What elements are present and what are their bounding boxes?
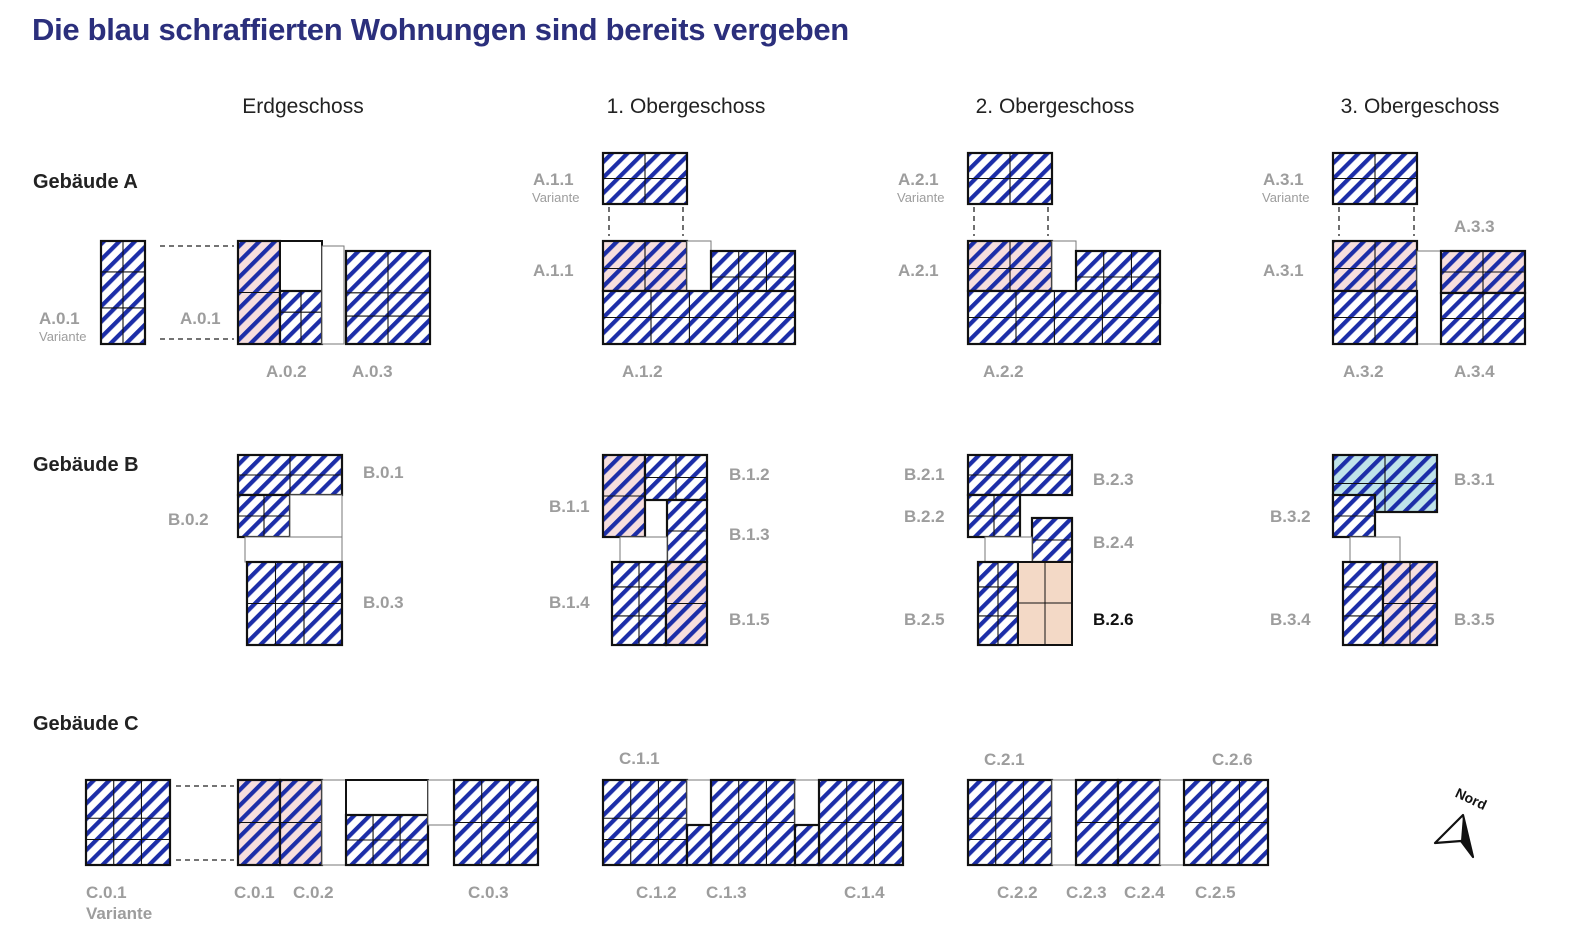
unit-c-1-link-b (793, 823, 821, 867)
stair-core-a-3 (1416, 250, 1442, 345)
unit-label-a-0-1: A.0.1 (180, 309, 221, 328)
unit-label-a-1-1: A.1.1 (533, 261, 574, 280)
column-header-2-og: 2. Obergeschoss (975, 95, 1135, 118)
unit-label-b-3-4: B.3.4 (1270, 610, 1311, 629)
stair-core-c-1a (686, 779, 712, 826)
unit-label-c-2-3: C.2.3 (1066, 883, 1107, 902)
unit-label-a-3-1-variante: A.3.1 (1263, 170, 1304, 189)
unit-label-a-2-1-variante: A.2.1 (898, 170, 939, 189)
unit-label-c-2-1: C.2.1 (984, 750, 1025, 769)
unit-label-b-2-4: B.2.4 (1093, 533, 1134, 552)
unit-label-a-2-1: A.2.1 (898, 261, 939, 280)
unit-label-a-3-3: A.3.3 (1454, 217, 1495, 236)
unit-label-c-1-2: C.1.2 (636, 883, 677, 902)
service-room-c-0 (345, 779, 429, 816)
stair-core-b-1 (619, 536, 668, 563)
variant-label: Variante (1262, 190, 1310, 205)
unit-label-b-2-6-available[interactable]: B.2.6 (1093, 610, 1134, 629)
column-header-1-og: 1. Obergeschoss (606, 95, 766, 118)
stair-core-a-0 (279, 240, 323, 292)
page-title: Die blau schraffierten Wohnungen sind be… (32, 12, 849, 47)
unit-c-1-2 (601, 778, 689, 867)
unit-label-b-0-1: B.0.1 (363, 463, 404, 482)
unit-label-b-2-5: B.2.5 (904, 610, 945, 629)
unit-c-2-2 (966, 778, 1054, 867)
unit-label-c-2-5: C.2.5 (1195, 883, 1236, 902)
row-header-gebaeude-a: Gebäude A (33, 171, 138, 193)
variant-label: Variante (897, 190, 945, 205)
column-header-3-og: 3. Obergeschoss (1340, 95, 1500, 118)
entrance-c-0 (427, 779, 455, 826)
unit-label-b-1-5: B.1.5 (729, 610, 770, 629)
north-arrow-icon: Nord (1425, 785, 1505, 870)
unit-c-1-link (685, 823, 713, 867)
unit-label-a-0-3: A.0.3 (352, 362, 393, 381)
unit-label-a-3-2: A.3.2 (1343, 362, 1384, 381)
stair-core-c-0 (321, 779, 347, 866)
stair-core-c-2a (1051, 779, 1077, 866)
variant-label: Variante (532, 190, 580, 205)
unit-label-b-0-2: B.0.2 (168, 510, 209, 529)
stair-core-c-2b (1159, 779, 1185, 866)
unit-label-b-3-2: B.3.2 (1270, 507, 1311, 526)
variant-label: Variante (86, 904, 153, 923)
unit-label-b-1-3: B.1.3 (729, 525, 770, 544)
unit-label-c-0-1-variante: C.0.1 (86, 883, 127, 902)
unit-label-a-2-2: A.2.2 (983, 362, 1024, 381)
unit-label-a-1-1-variante: A.1.1 (533, 170, 574, 189)
stair-core-b-0 (289, 494, 343, 538)
unit-label-b-1-4: B.1.4 (549, 593, 590, 612)
column-header-erdgeschoss: Erdgeschoss (242, 95, 364, 118)
unit-label-a-1-2: A.1.2 (622, 362, 663, 381)
unit-label-c-1-1: C.1.1 (619, 749, 660, 768)
hall-b-0 (244, 536, 343, 563)
stair-core-b-3 (1349, 536, 1401, 563)
unit-label-b-0-3: B.0.3 (363, 593, 404, 612)
unit-label-b-2-3: B.2.3 (1093, 470, 1134, 489)
unit-label-a-3-1: A.3.1 (1263, 261, 1304, 280)
unit-label-c-1-3: C.1.3 (706, 883, 747, 902)
unit-label-a-0-1-variante: A.0.1 (39, 309, 80, 328)
entrance-a-0 (321, 245, 345, 345)
variant-label: Variante (39, 329, 87, 344)
unit-label-c-0-3: C.0.3 (468, 883, 509, 902)
unit-label-c-0-1: C.0.1 (234, 883, 275, 902)
unit-label-b-2-1: B.2.1 (904, 465, 945, 484)
unit-label-c-1-4: C.1.4 (844, 883, 885, 902)
unit-label-b-1-2: B.1.2 (729, 465, 770, 484)
unit-b-3-4 (1341, 560, 1385, 647)
unit-label-c-2-2: C.2.2 (997, 883, 1038, 902)
row-header-gebaeude-b: Gebäude B (33, 454, 139, 476)
north-label: Nord (1453, 785, 1489, 813)
unit-label-b-2-2: B.2.2 (904, 507, 945, 526)
unit-label-a-0-2: A.0.2 (266, 362, 307, 381)
unit-label-a-3-4: A.3.4 (1454, 362, 1495, 381)
unit-label-c-2-4: C.2.4 (1124, 883, 1165, 902)
unit-label-c-2-6: C.2.6 (1212, 750, 1253, 769)
stair-core-b-2 (984, 536, 1033, 563)
unit-label-b-1-1: B.1.1 (549, 497, 590, 516)
unit-label-c-0-2: C.0.2 (293, 883, 334, 902)
row-header-gebaeude-c: Gebäude C (33, 713, 139, 735)
unit-label-b-3-1: B.3.1 (1454, 470, 1495, 489)
unit-c-0-1-variante (84, 778, 172, 867)
unit-label-b-3-5: B.3.5 (1454, 610, 1495, 629)
stair-core-c-1b (794, 779, 820, 826)
